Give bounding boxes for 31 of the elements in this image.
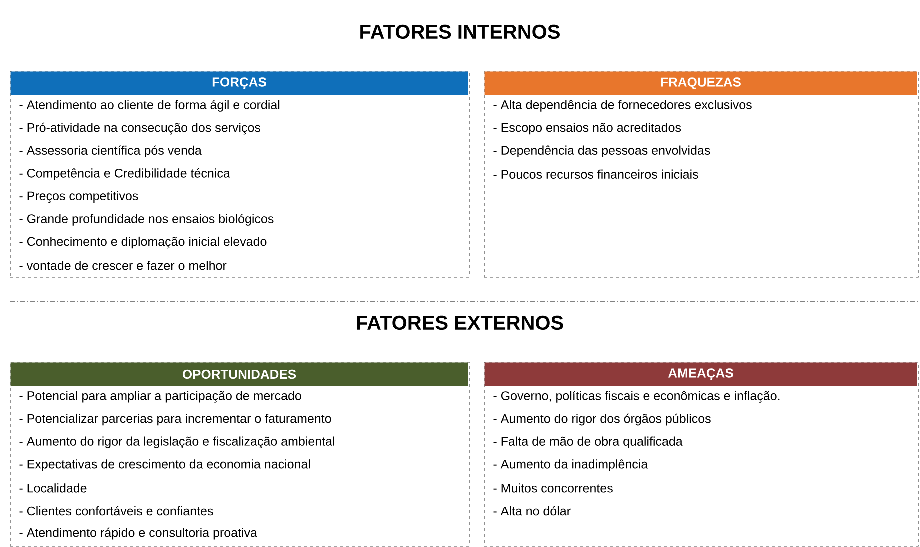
list-item: - Clientes confortáveis e confiantes bbox=[20, 506, 214, 516]
list-item: - Grande profundidade nos ensaios biológicos bbox=[20, 214, 274, 226]
section-heading: FATORES EXTERNOS bbox=[357, 316, 564, 330]
list-item: - Escopo ensaios não acreditados bbox=[494, 122, 682, 135]
list-item: - Conhecimento e diplomação inicial elevado bbox=[20, 236, 267, 249]
list-item: - Pró-atividade na consecução dos serviços bbox=[20, 122, 260, 135]
header-bar: FRAQUEZAS bbox=[484, 72, 918, 95]
list-item: - Potencial para ampliar a participação de mercado bbox=[20, 391, 302, 403]
list-item: - Atendimento ao cliente de forma ágil e cordial bbox=[20, 100, 280, 112]
list-item: - Governo, políticas fiscais e econômicas e inflação. bbox=[494, 391, 780, 403]
list-item: - Poucos recursos financeiros iniciais bbox=[494, 170, 698, 179]
list-item: - Atendimento rápido e consultoria proativa bbox=[20, 528, 258, 540]
list-item: - Falta de mão de obra qualificada bbox=[494, 436, 683, 448]
header-bar: OPORTUNIDADES bbox=[10, 362, 468, 386]
list-item: - Assessoria científica pós venda bbox=[20, 146, 202, 158]
list-item: - Alta no dólar bbox=[494, 506, 571, 516]
section-heading: FATORES INTERNOS bbox=[360, 24, 560, 40]
list-item: - Aumento da inadimplência bbox=[494, 460, 648, 472]
list-item: - Aumento do rigor da legislação e fiscalização ambiental bbox=[20, 436, 334, 448]
list-item: - Potencializar parcerias para incrementar o faturamento bbox=[20, 414, 332, 426]
list-item: - vontade de crescer e fazer o melhor bbox=[20, 261, 227, 270]
list-item: - Preços competitivos bbox=[20, 191, 138, 204]
header-bar: AMEAÇAS bbox=[484, 362, 918, 386]
list-item: - Alta dependência de fornecedores exclusivos bbox=[494, 100, 752, 112]
list-item: - Aumento do rigor dos órgãos públicos bbox=[494, 414, 711, 426]
list-item: - Localidade bbox=[20, 484, 87, 493]
header-bar: FORÇAS bbox=[10, 72, 468, 95]
list-item: - Competência e Credibilidade técnica bbox=[20, 168, 230, 180]
list-item: - Dependência das pessoas envolvidas bbox=[494, 146, 710, 158]
list-item: - Expectativas de crescimento da economia nacional bbox=[20, 460, 310, 472]
list-item: - Muitos concorrentes bbox=[494, 484, 613, 493]
